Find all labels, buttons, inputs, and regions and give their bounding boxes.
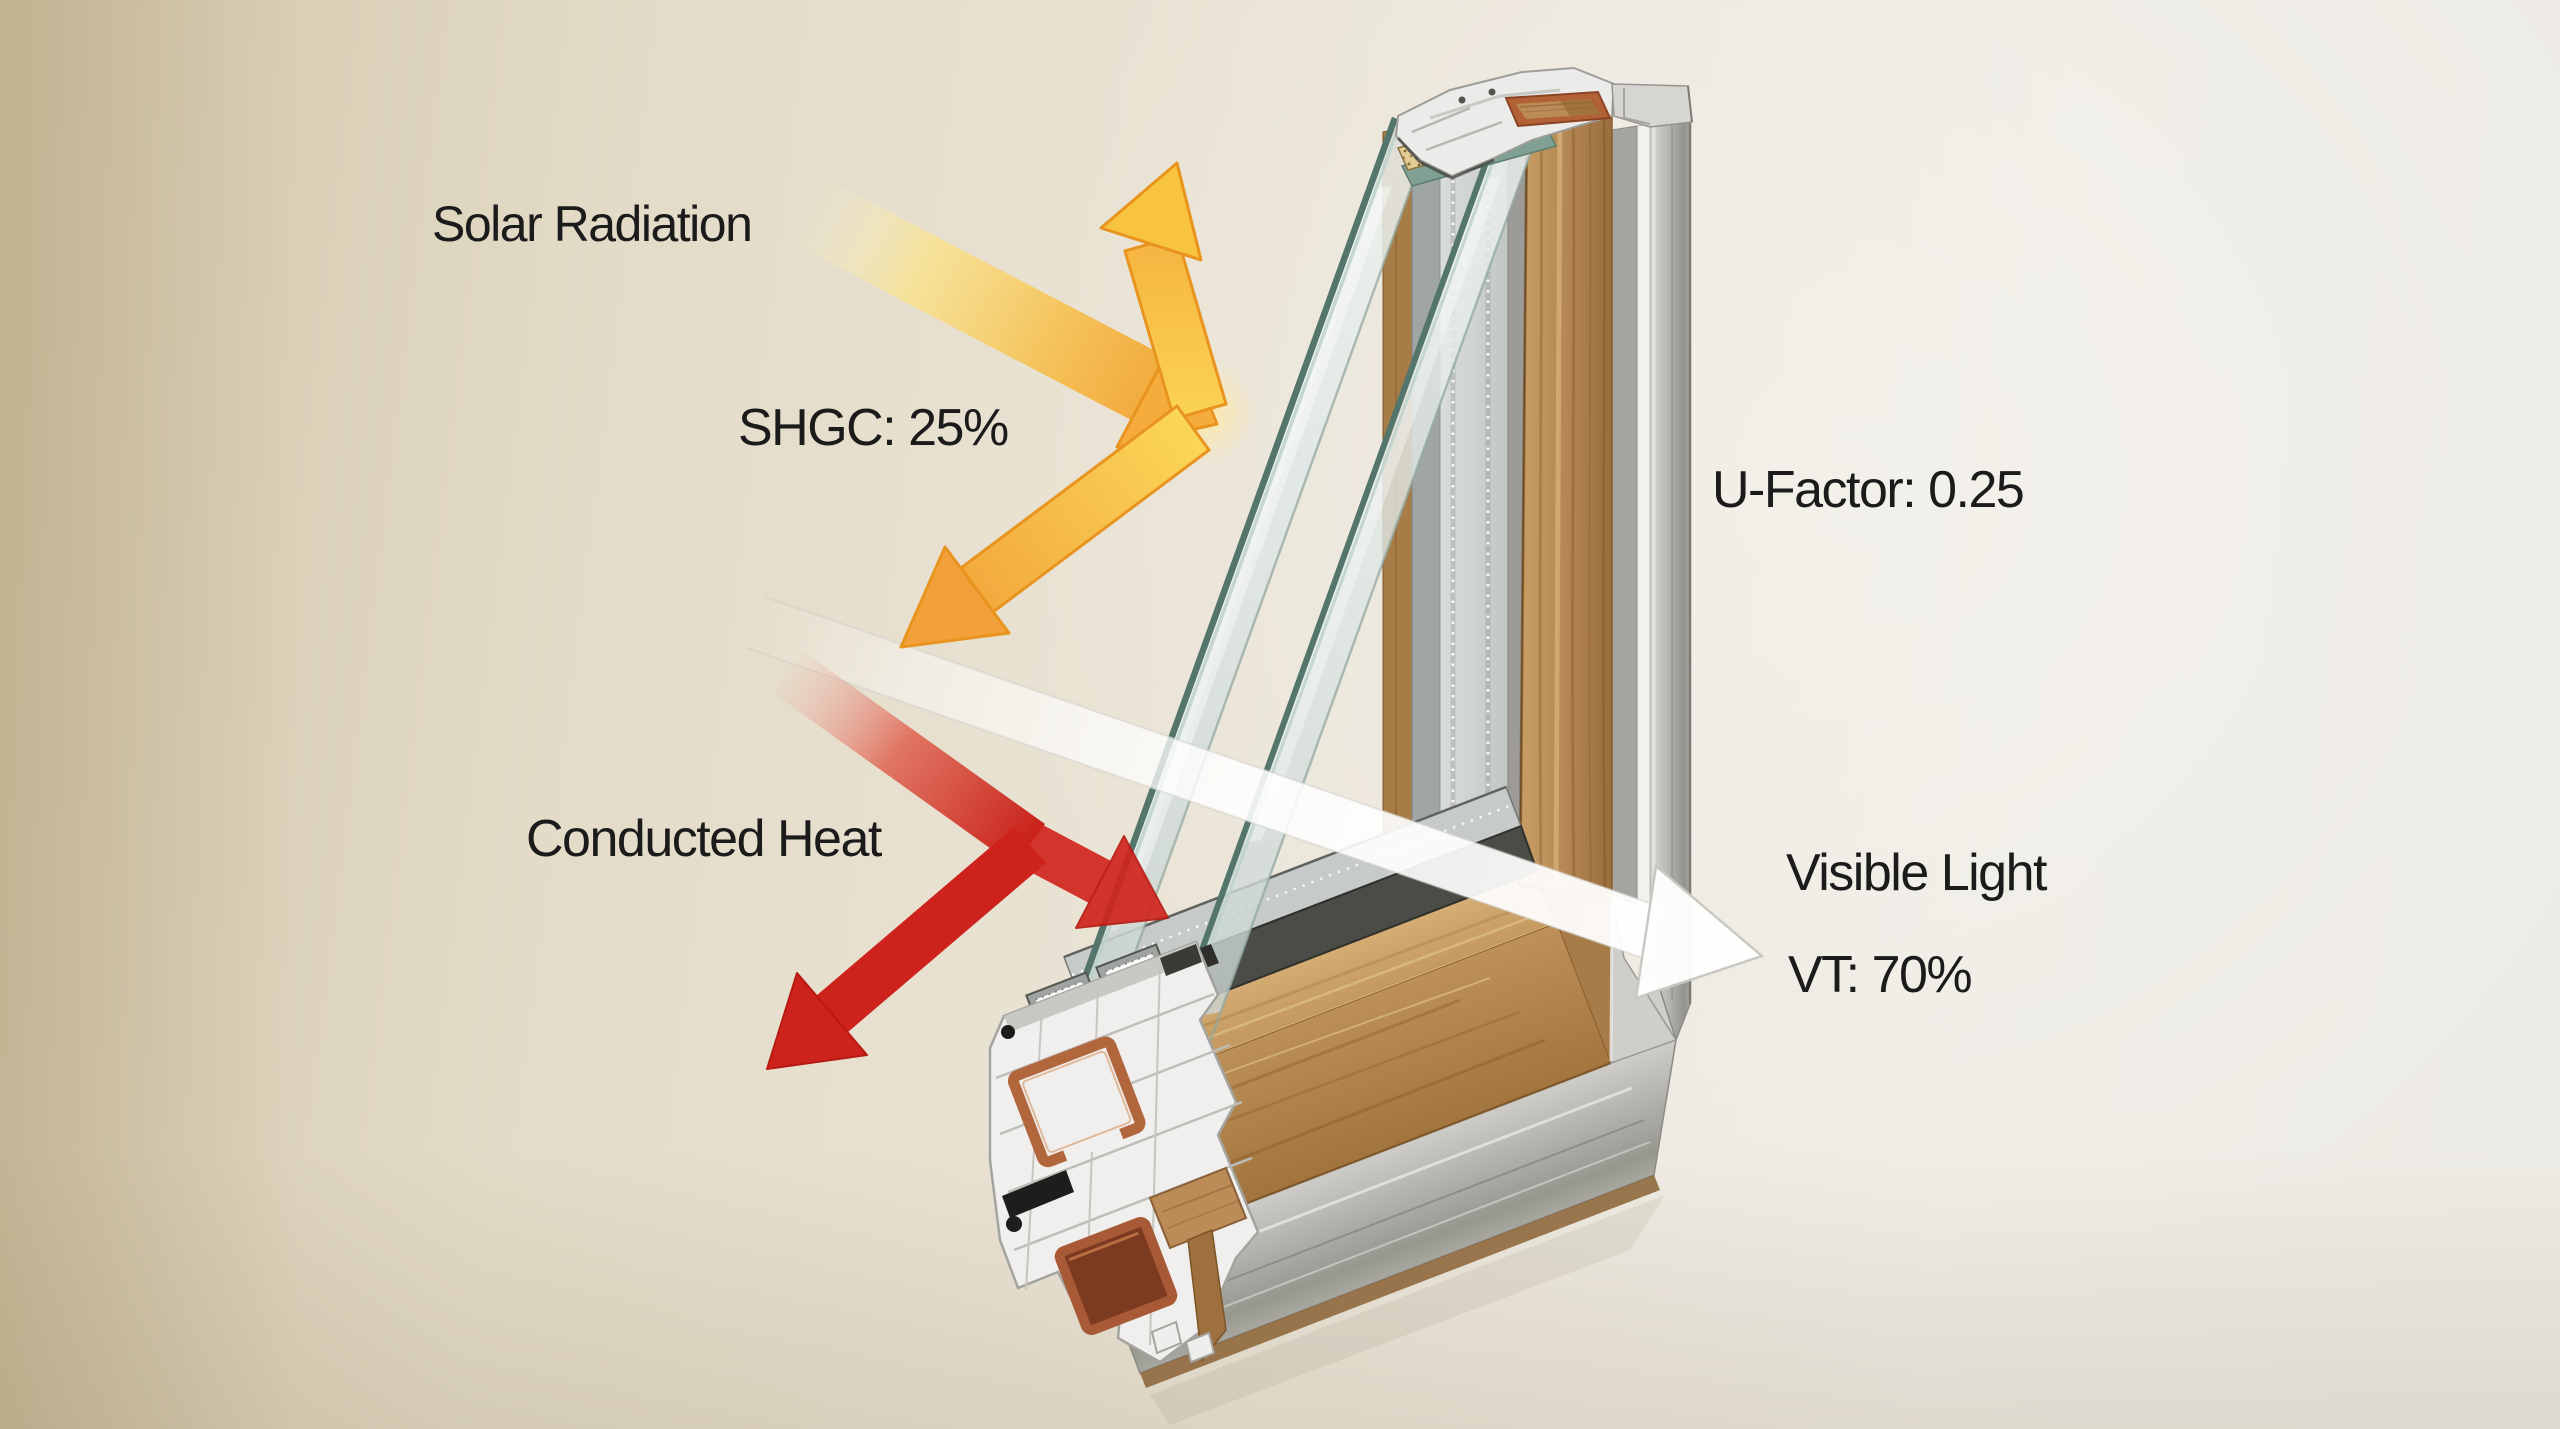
visible-light-arrowhead xyxy=(1634,863,1765,1000)
wood-sash-jamb xyxy=(1518,99,1613,902)
conducted-heat-arrow xyxy=(766,651,1169,1070)
vt-value-label: VT: 70% xyxy=(1788,946,1973,1004)
window-shadow xyxy=(1150,1195,1665,1425)
wood-board-edge xyxy=(1187,1228,1227,1362)
solar-reflected-up-arrowhead xyxy=(1099,161,1203,262)
aluminum-cladding-vertical xyxy=(1649,117,1692,1043)
u-factor-value-label: U-Factor: 0.25 xyxy=(1712,461,2025,519)
top-frame-cross-section xyxy=(1394,66,1693,187)
wood-cut-face xyxy=(1148,1166,1248,1250)
cladding-recess xyxy=(1611,125,1638,907)
conducted-heat-reflected-shaft xyxy=(816,827,1046,1032)
pvc-edge-strip xyxy=(1636,123,1651,959)
solar-radiation-label: Solar Radiation xyxy=(432,196,753,252)
conducted-heat-transmitted-arrowhead xyxy=(1075,835,1169,929)
steel-reinforcement-tube-lower xyxy=(1054,1217,1178,1335)
steel-reinforcement-tube-upper xyxy=(1007,1036,1146,1168)
conducted-heat-label: Conducted Heat xyxy=(526,810,882,868)
solar-reflected-down-arrowhead xyxy=(899,545,1011,649)
conducted-heat-transmitted-shaft xyxy=(1019,824,1111,903)
visible-light-label: Visible Light xyxy=(1786,844,2047,902)
shgc-value-label: SHGC: 25% xyxy=(738,399,1009,457)
window-assembly xyxy=(988,66,1693,1425)
arrows xyxy=(746,161,1765,1070)
solar-reflected-up-shaft xyxy=(1123,234,1228,421)
wood-block-top xyxy=(1504,90,1612,128)
solar-radiation-arrow xyxy=(796,161,1258,649)
aluminum-top-face xyxy=(1611,83,1693,128)
visible-light-arrow xyxy=(746,596,1765,1000)
conducted-heat-reflected-arrowhead xyxy=(766,972,868,1070)
pvc-frame-profile xyxy=(988,940,1260,1364)
